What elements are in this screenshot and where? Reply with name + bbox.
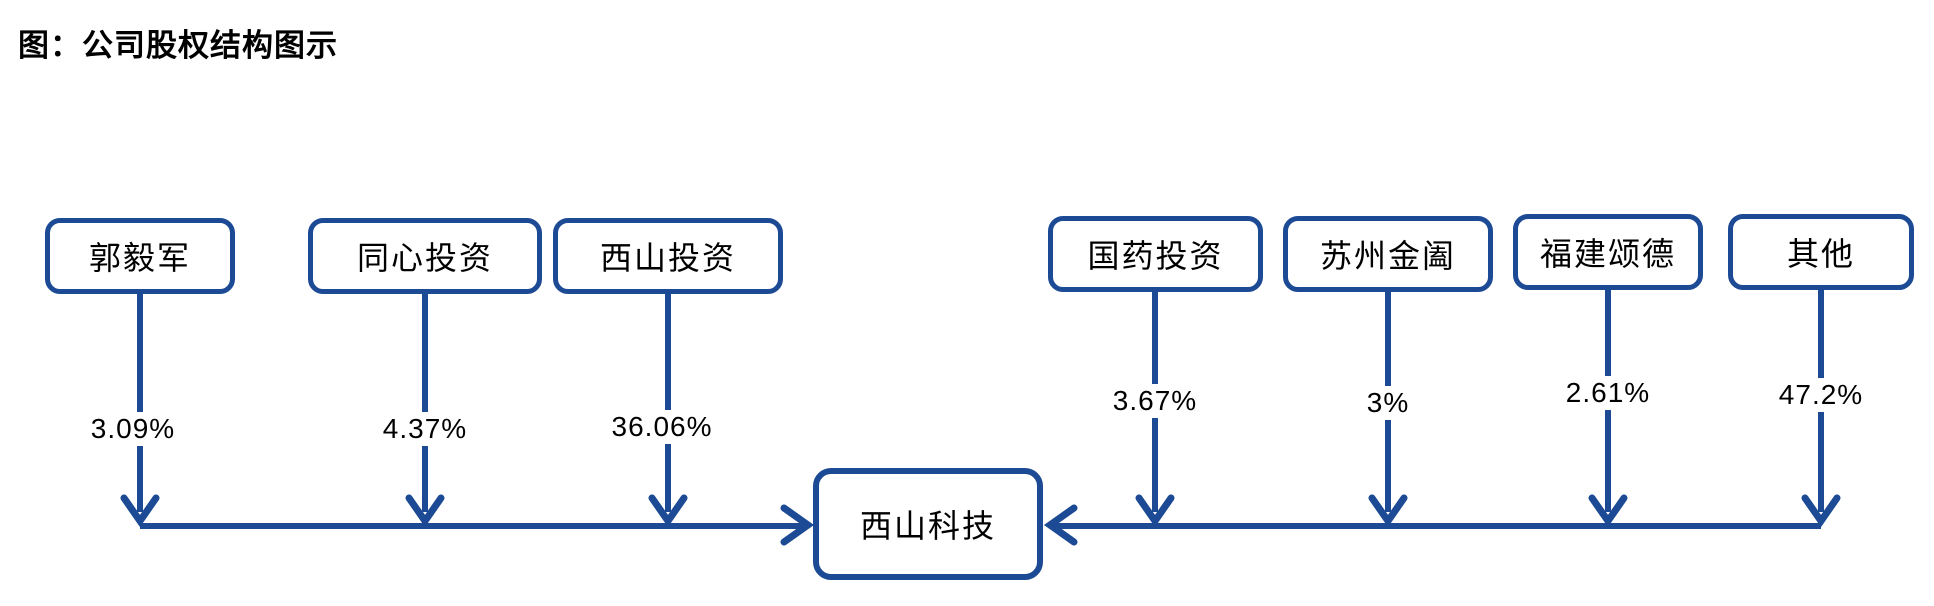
ownership-percent: 3% [1358,386,1418,420]
shareholder-name: 其他 [1786,236,1855,272]
company-box: 西山科技 [813,468,1043,580]
shareholder-box-others: 其他 [1728,214,1914,290]
diagram-title: 图：公司股权结构图示 [18,28,338,63]
shareholder-box-tongxin: 同心投资 [308,218,542,294]
ownership-percent: 4.37% [374,412,476,446]
shareholder-box-fujian-songde: 福建颂德 [1513,214,1703,290]
shareholder-name: 同心投资 [356,240,493,276]
down-arrowhead [1135,494,1175,528]
ownership-percent: 47.2% [1770,378,1872,412]
shareholder-box-suzhou-jinhe: 苏州金阖 [1283,216,1493,292]
shareholder-box-guoyao: 国药投资 [1048,216,1263,292]
down-arrowhead [1801,494,1841,528]
shareholder-box-xishan-investment: 西山投资 [553,218,783,294]
ownership-percent: 2.61% [1557,376,1659,410]
ownership-percent: 3.67% [1104,384,1206,418]
down-arrowhead [648,494,688,528]
down-arrowhead [120,494,160,528]
left-arrowhead [1043,504,1078,546]
right-arrowhead [780,504,815,546]
ownership-percent: 3.09% [82,412,184,446]
company-name: 西山科技 [859,508,996,544]
shareholder-name: 西山投资 [599,240,736,276]
shareholder-name: 苏州金阖 [1319,238,1456,274]
down-arrowhead [405,494,445,528]
down-arrowhead [1588,494,1628,528]
shareholder-name: 郭毅军 [88,240,191,276]
shareholder-box-guoyijun: 郭毅军 [45,218,235,294]
ownership-percent: 36.06% [603,410,721,444]
shareholder-name: 国药投资 [1087,238,1224,274]
shareholder-name: 福建颂德 [1539,236,1676,272]
down-arrowhead [1368,494,1408,528]
